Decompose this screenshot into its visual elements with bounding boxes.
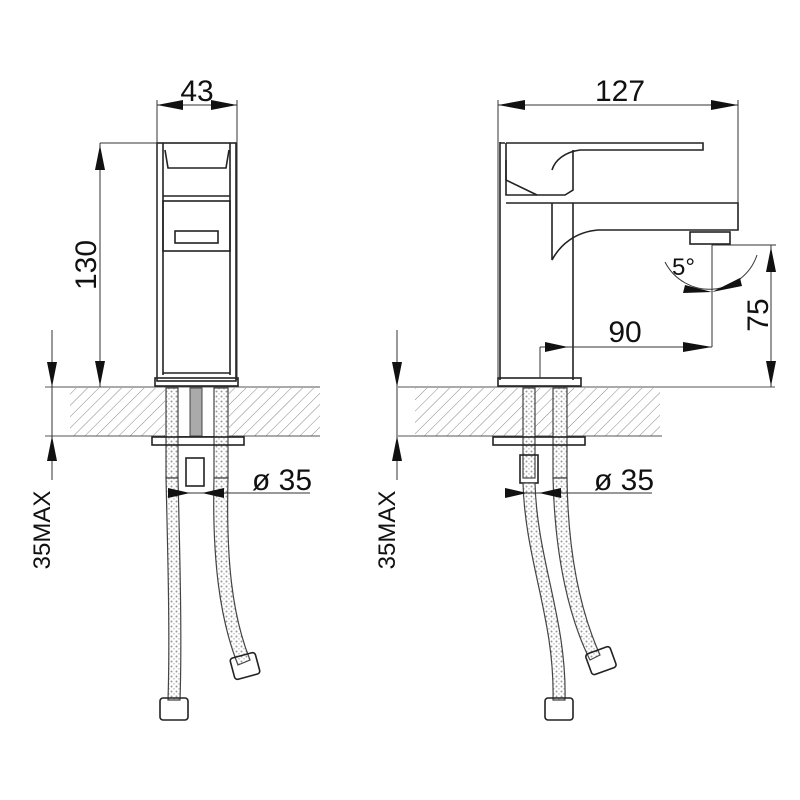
dimension-diameter-side: ø 35: [505, 464, 654, 498]
height-label: 130: [70, 240, 103, 290]
supply-pipes-front: [151, 387, 261, 721]
dimension-diameter-front: ø 35: [168, 464, 312, 498]
faucet-body-front: [154, 142, 239, 387]
dimension-reach-90: 90: [539, 316, 712, 378]
supply-pipes-side: [492, 387, 617, 721]
angle-label: 5°: [672, 254, 695, 281]
front-view: 43 130 35MAX ø 35: [29, 75, 320, 721]
width-label: 43: [180, 75, 213, 108]
side-view: 127 5° 90 75: [374, 75, 776, 721]
dimension-max-thickness-side: 35MAX: [374, 330, 402, 569]
length-label: 127: [595, 75, 645, 108]
spout-height-label: 75: [742, 298, 775, 331]
dimension-width-43: 43: [156, 75, 238, 380]
dimension-angle-5deg: 5°: [664, 245, 758, 347]
diameter-label: ø 35: [594, 464, 654, 497]
dimension-max-thickness-front: 35MAX: [29, 330, 57, 569]
max-thickness-label: 35MAX: [29, 491, 56, 570]
diameter-label: ø 35: [252, 464, 312, 497]
dimension-height-130: 130: [70, 142, 157, 387]
dimension-length-127: 127: [497, 75, 739, 378]
reach-label: 90: [608, 316, 641, 349]
max-thickness-label: 35MAX: [374, 491, 401, 570]
dimension-spout-height-75: 75: [712, 244, 776, 387]
countertop-section: [398, 386, 775, 437]
faucet-body-side: [497, 142, 739, 387]
